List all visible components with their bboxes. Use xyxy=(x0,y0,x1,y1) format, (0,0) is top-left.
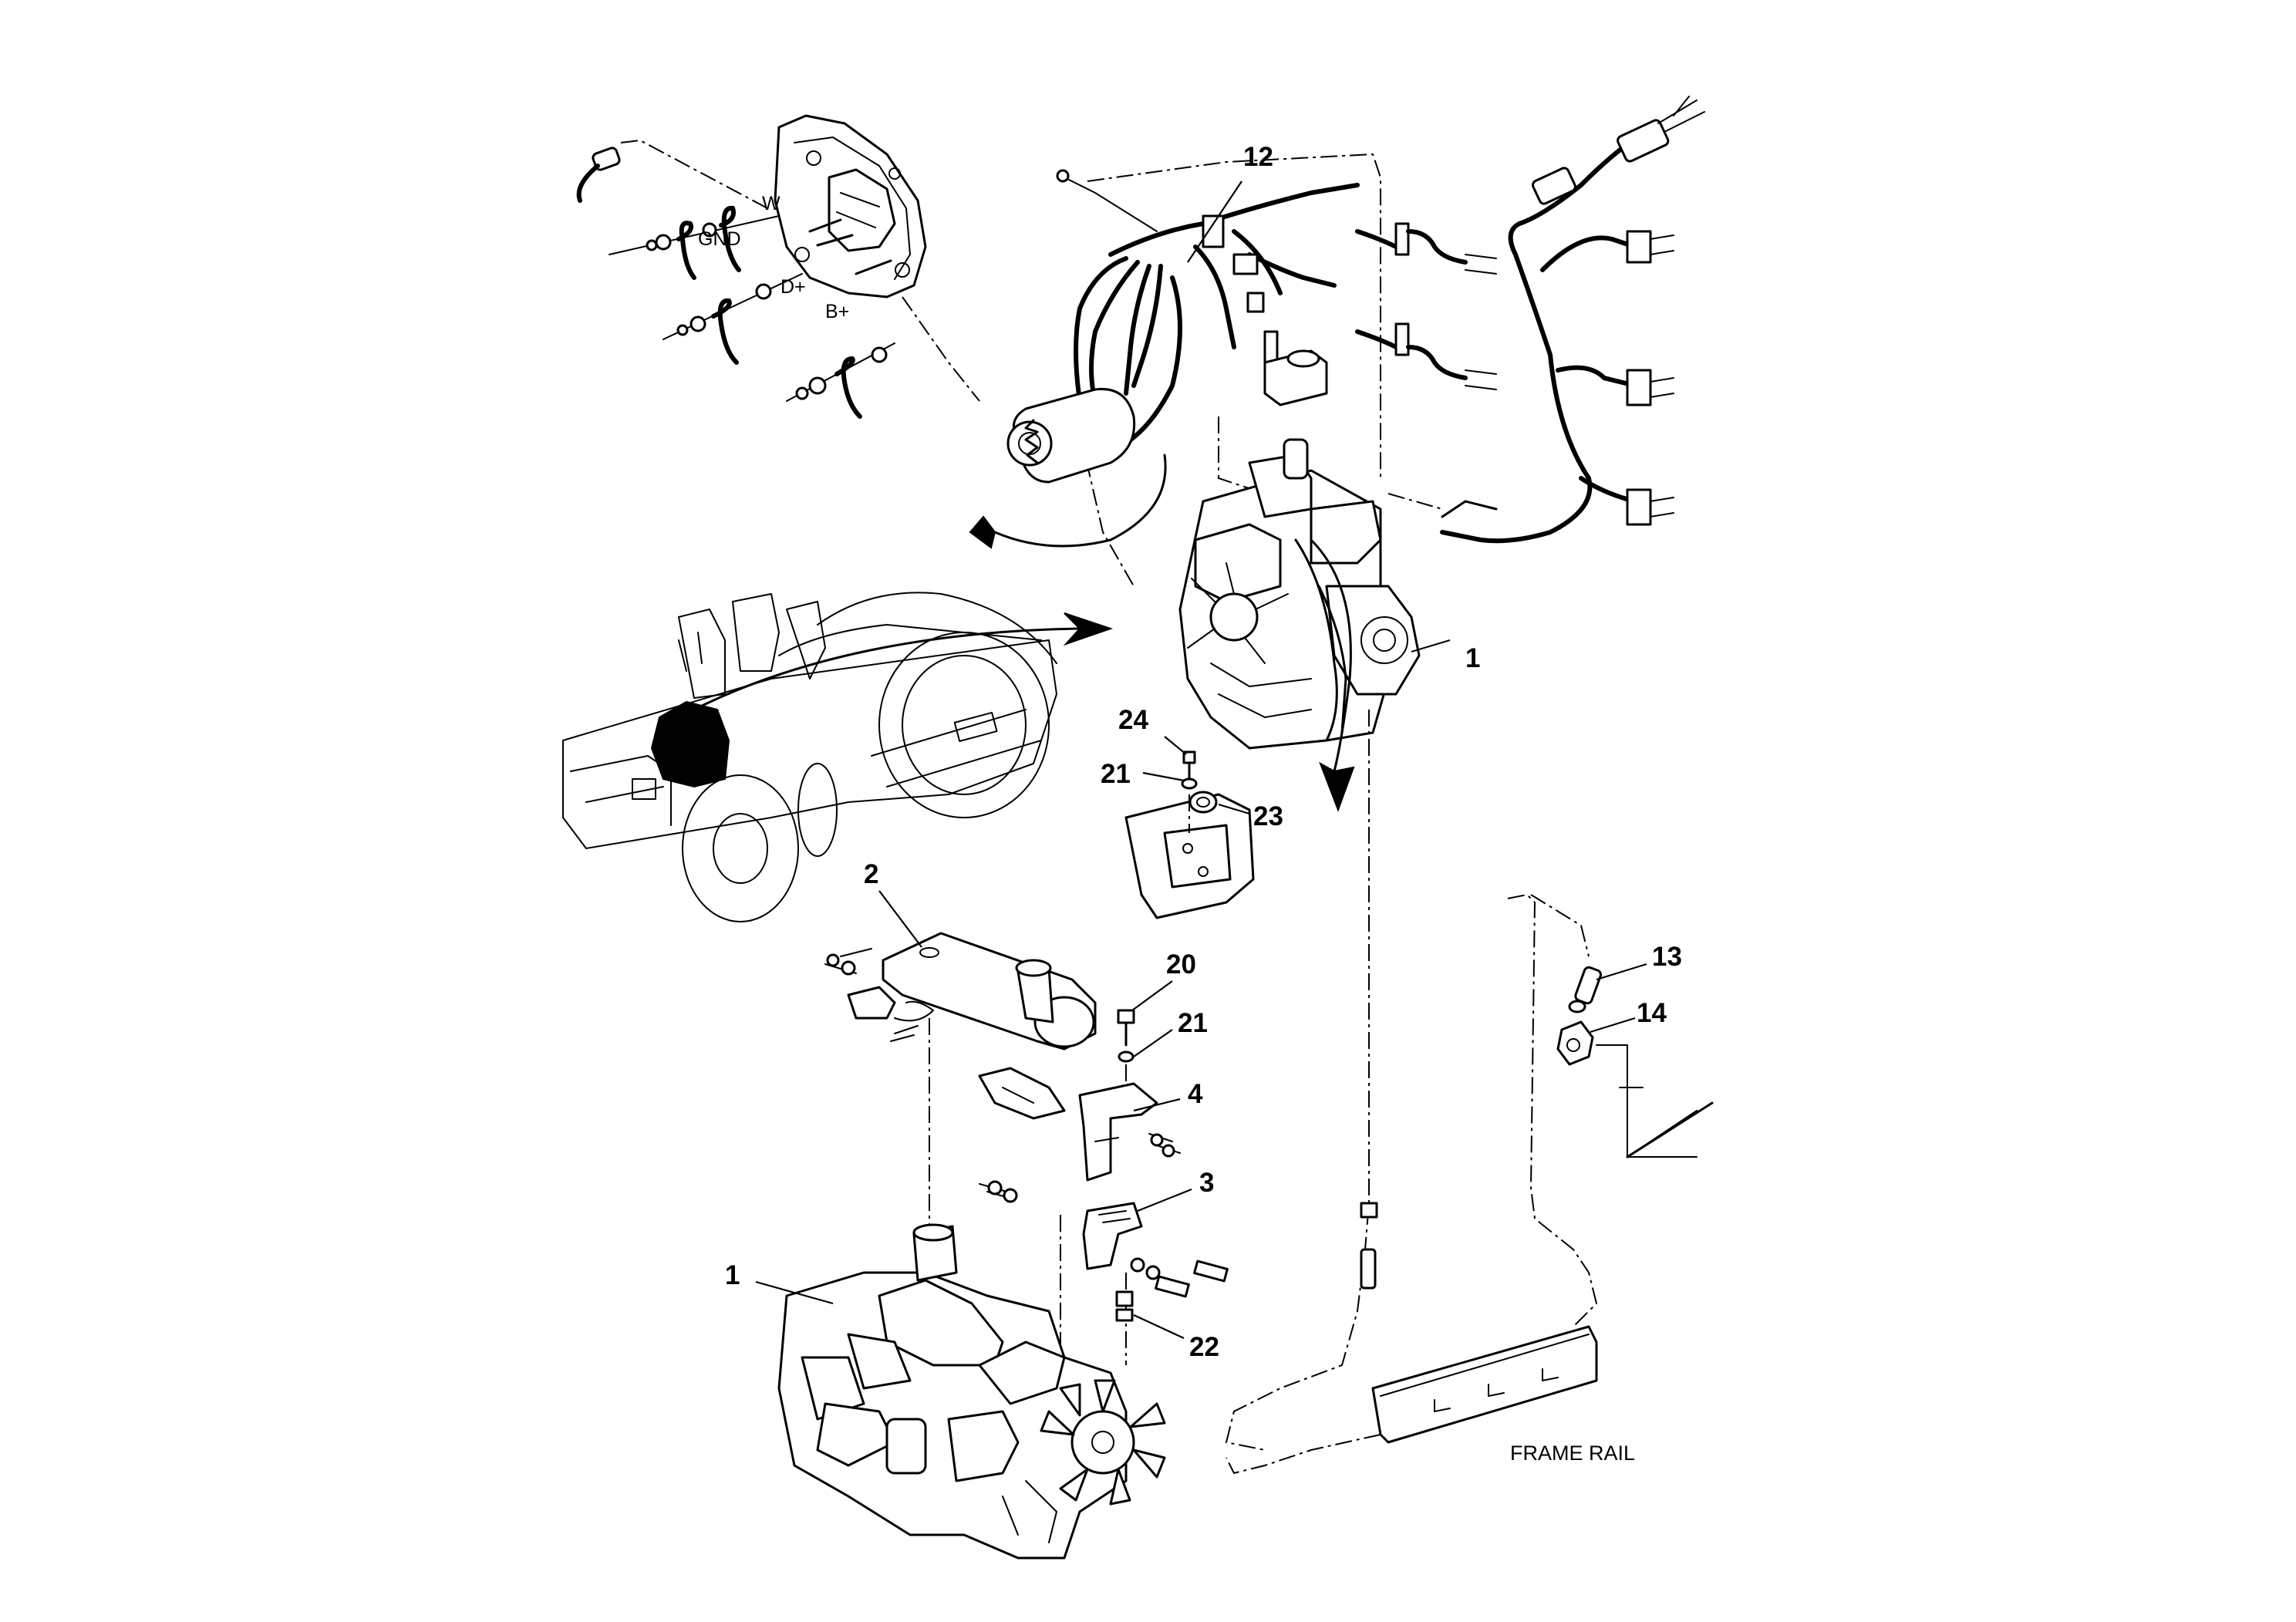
frame-rail xyxy=(1226,1325,1598,1475)
leader-lines xyxy=(755,180,1647,1339)
connector-plug-detail xyxy=(576,147,621,203)
terminal-label-w: W xyxy=(762,193,781,214)
mount-washer-21 xyxy=(1181,777,1198,790)
terminal-labels: W GND D+ B+ xyxy=(698,193,849,322)
callout-4: 4 xyxy=(1188,1079,1203,1109)
callout-21-mid: 21 xyxy=(1178,1008,1208,1038)
terminal-label-d-plus: D+ xyxy=(781,276,806,298)
bracket-3 xyxy=(1082,1202,1143,1270)
callout-24: 24 xyxy=(1118,705,1148,735)
engine-assembly-top xyxy=(1178,438,1421,812)
callout-21-top: 21 xyxy=(1101,759,1131,789)
wiring-harness-assembly xyxy=(1056,153,1497,587)
callout-1-top: 1 xyxy=(1465,643,1480,673)
tube-clamp xyxy=(1360,1202,1378,1290)
frame-rail-label: FRAME RAIL xyxy=(1510,1442,1635,1465)
terminal-hardware-w xyxy=(609,215,780,280)
mount-isolator-23 xyxy=(1188,791,1218,814)
callout-2: 2 xyxy=(864,859,878,889)
engine-mount-detail xyxy=(1124,750,1255,919)
muffler-assembly xyxy=(824,932,1097,1234)
callout-numbers: 12 1 24 21 23 2 20 21 4 3 22 1 13 14 xyxy=(725,142,1682,1362)
engine-assembly-bottom xyxy=(777,1223,1166,1560)
bracket-4 xyxy=(1078,1082,1158,1182)
lockwasher-21 xyxy=(1118,1050,1135,1063)
callout-20: 20 xyxy=(1166,949,1196,980)
callout-23: 23 xyxy=(1253,801,1283,831)
elbow-fitting-14 xyxy=(1556,1020,1594,1066)
mount-bolt-24 xyxy=(1182,750,1196,781)
connector-plug-1 xyxy=(1626,230,1674,264)
callout-1-bottom: 1 xyxy=(725,1260,740,1290)
engine-bottom-fan xyxy=(1040,1379,1166,1506)
alternator-end-cover xyxy=(774,114,927,298)
callout-14: 14 xyxy=(1637,998,1667,1028)
callout-22: 22 xyxy=(1189,1332,1219,1362)
terminal-label-b-plus: B+ xyxy=(825,301,849,322)
connector-plug-3 xyxy=(1626,488,1674,526)
callout-3: 3 xyxy=(1199,1168,1214,1198)
cap-screw-20 xyxy=(1117,1009,1135,1047)
callout-12: 12 xyxy=(1243,142,1273,172)
bracket-hardware xyxy=(978,1009,1229,1365)
engine-connector-harness xyxy=(1387,96,1705,544)
terminal-hardware-gnd xyxy=(702,205,741,272)
callout-13: 13 xyxy=(1652,942,1682,972)
alternator-terminal-detail: W GND D+ B+ xyxy=(576,114,980,419)
hose-fitting-13 xyxy=(1568,966,1603,1013)
engine-top-fan xyxy=(1187,562,1289,664)
terminal-hardware-d-plus xyxy=(663,273,803,365)
dipstick-tube-and-frame-rail xyxy=(1225,710,1714,1475)
terminal-hardware-b-plus xyxy=(786,342,895,419)
harness-relay xyxy=(1263,349,1328,406)
starter-motor xyxy=(969,387,1167,549)
roller-machine-overview xyxy=(562,592,1114,922)
terminal-label-gnd: GND xyxy=(698,228,741,250)
nut-22 xyxy=(1115,1290,1134,1322)
connector-plug-2 xyxy=(1626,369,1674,406)
